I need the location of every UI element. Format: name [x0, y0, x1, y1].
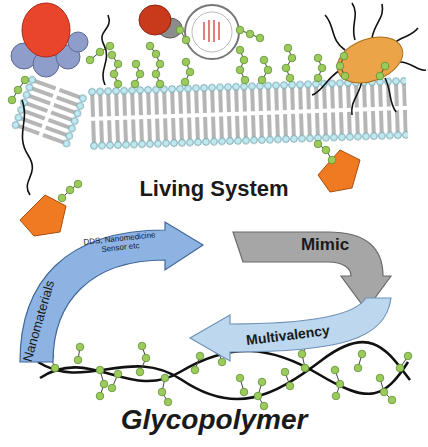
- cycle-arrow: DDS, Nanomedicine Sensor etcNanomaterial…: [15, 222, 210, 362]
- sugar-chain: [12, 30, 385, 198]
- arrow-label: Mimic: [285, 236, 365, 255]
- main-title: Glycopolymer: [0, 405, 428, 436]
- protein-cluster: [11, 3, 88, 77]
- lipid-bilayer: [11, 75, 408, 150]
- cycle-arrow: Multivalency: [188, 298, 393, 362]
- liposome: [185, 5, 239, 59]
- section-heading: Living System: [0, 177, 428, 201]
- bacterium: [312, 3, 426, 115]
- lectin-protein: [139, 5, 182, 38]
- polymer-strand: [22, 15, 109, 195]
- arrow-outline: [190, 298, 391, 361]
